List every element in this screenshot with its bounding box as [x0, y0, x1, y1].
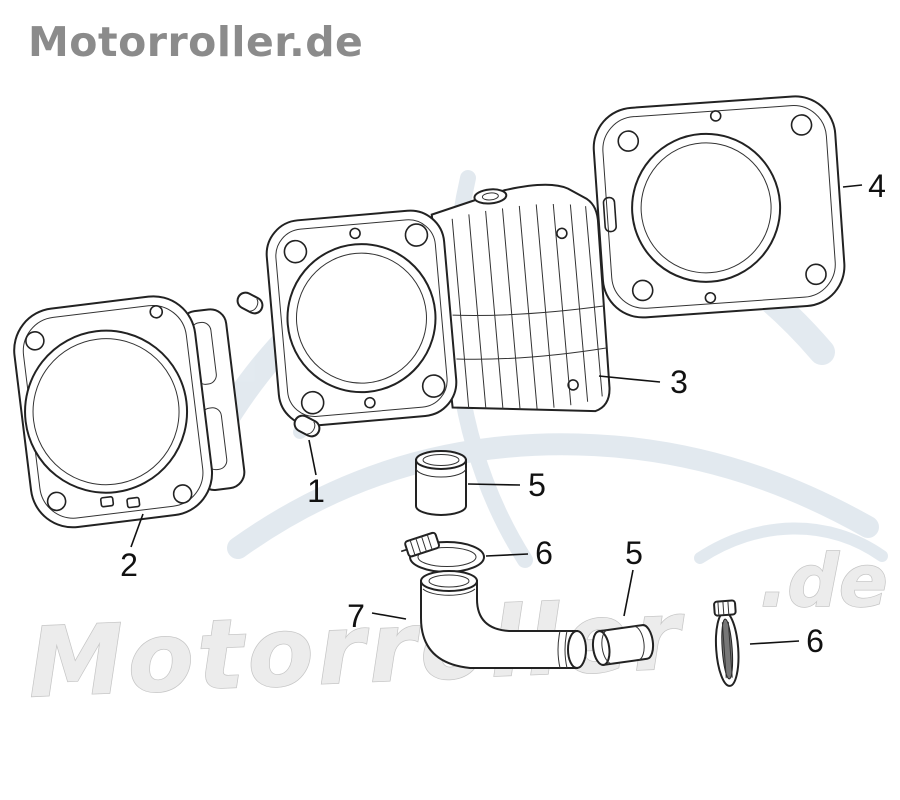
part-1-dowel-pins	[236, 291, 321, 438]
part-6-clamp-right	[713, 599, 740, 687]
part-label-3: 3	[670, 364, 688, 400]
cooling-fins	[451, 203, 608, 410]
part-labels: 4 3 2 1 5 6 7 5 6	[120, 168, 886, 659]
part-label-5-right: 5	[625, 535, 643, 571]
part-label-5-upper: 5	[528, 467, 546, 503]
part-2-gasket	[13, 295, 246, 529]
watermark-suffix: .de	[760, 539, 888, 623]
part-label-6-right: 6	[806, 623, 824, 659]
part-5-sleeve-upper	[415, 450, 467, 516]
part-label-6-upper: 6	[535, 535, 553, 571]
part-label-2: 2	[120, 547, 138, 583]
part-label-7: 7	[347, 598, 365, 634]
leader-lines	[130, 184, 863, 645]
brand-logo: Motorroller.de	[28, 18, 364, 66]
part-6-clamp-upper	[400, 531, 485, 573]
part-3-cylinder	[265, 183, 611, 427]
part-4-gasket	[592, 95, 846, 319]
part-7-elbow-hose	[420, 570, 587, 669]
part-label-4: 4	[868, 168, 886, 204]
part-5-sleeve-right	[591, 624, 655, 667]
part-label-1: 1	[307, 473, 325, 509]
